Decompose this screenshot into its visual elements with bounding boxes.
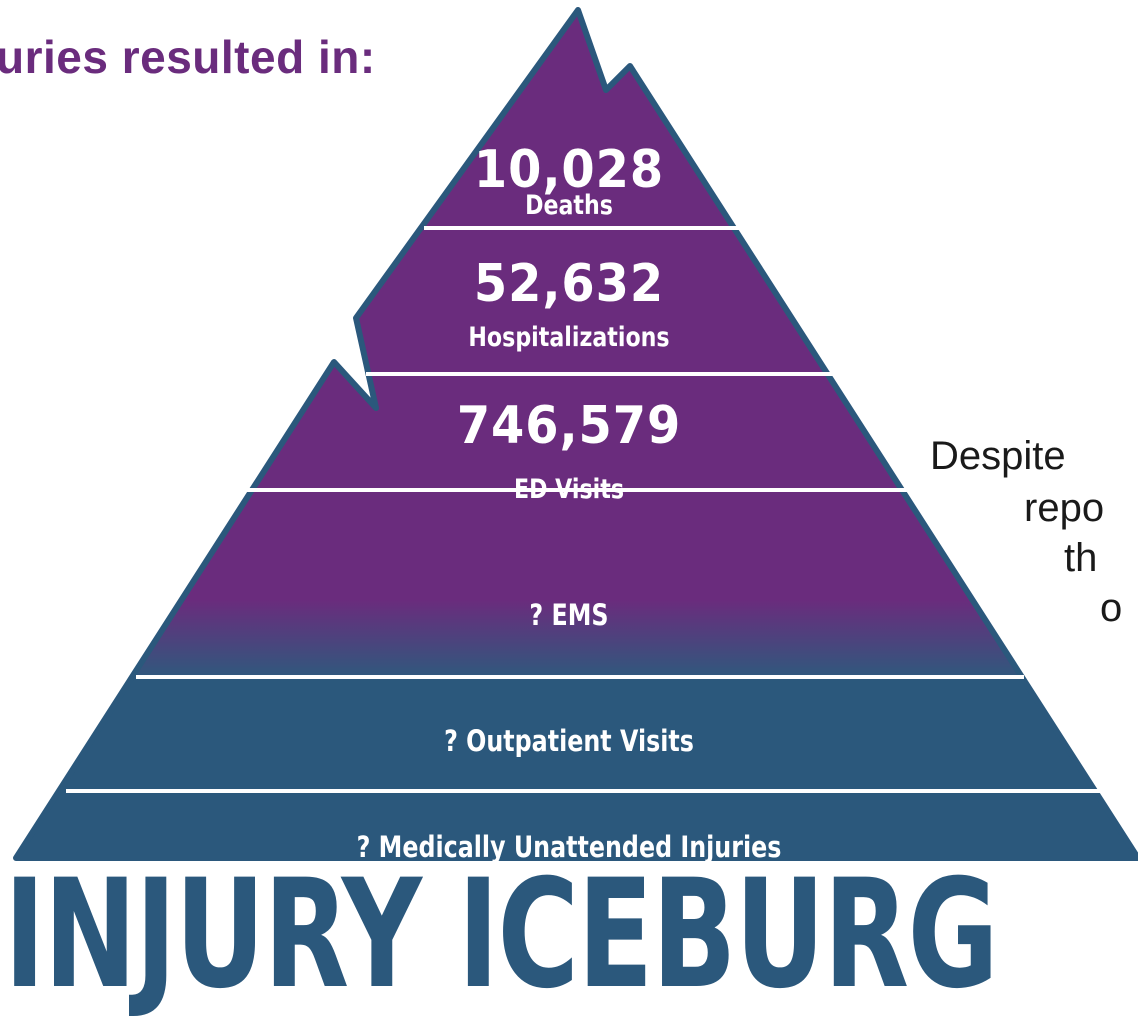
heading: uries resulted in: <box>0 31 376 83</box>
unattended-injuries-label: ? Medically Unattended Injuries <box>356 830 782 864</box>
hospitalizations-label: Hospitalizations <box>468 322 670 353</box>
side-text-line-3: th <box>1064 536 1098 580</box>
footer-title: INJURY ICEBURG <box>4 848 999 1022</box>
outpatient-label: ? Outpatient Visits <box>444 724 694 758</box>
ems-label: ? EMS <box>529 598 609 632</box>
hospitalizations-count: 52,632 <box>473 254 665 314</box>
iceberg-outline <box>13 7 1138 861</box>
ed-visits-label: ED Visits <box>513 474 625 505</box>
waterline-gradient <box>16 600 1138 680</box>
side-text-line-2: repo <box>1024 486 1105 530</box>
tier-dividers <box>66 226 1112 793</box>
side-text-line-4: o <box>1100 586 1123 630</box>
deaths-count: 10,028 <box>473 140 665 200</box>
ed-visits-count: 746,579 <box>456 396 682 456</box>
below-water-region <box>16 678 1138 858</box>
deaths-label: Deaths <box>525 190 613 221</box>
side-text-line-1: Despite <box>930 434 1066 478</box>
